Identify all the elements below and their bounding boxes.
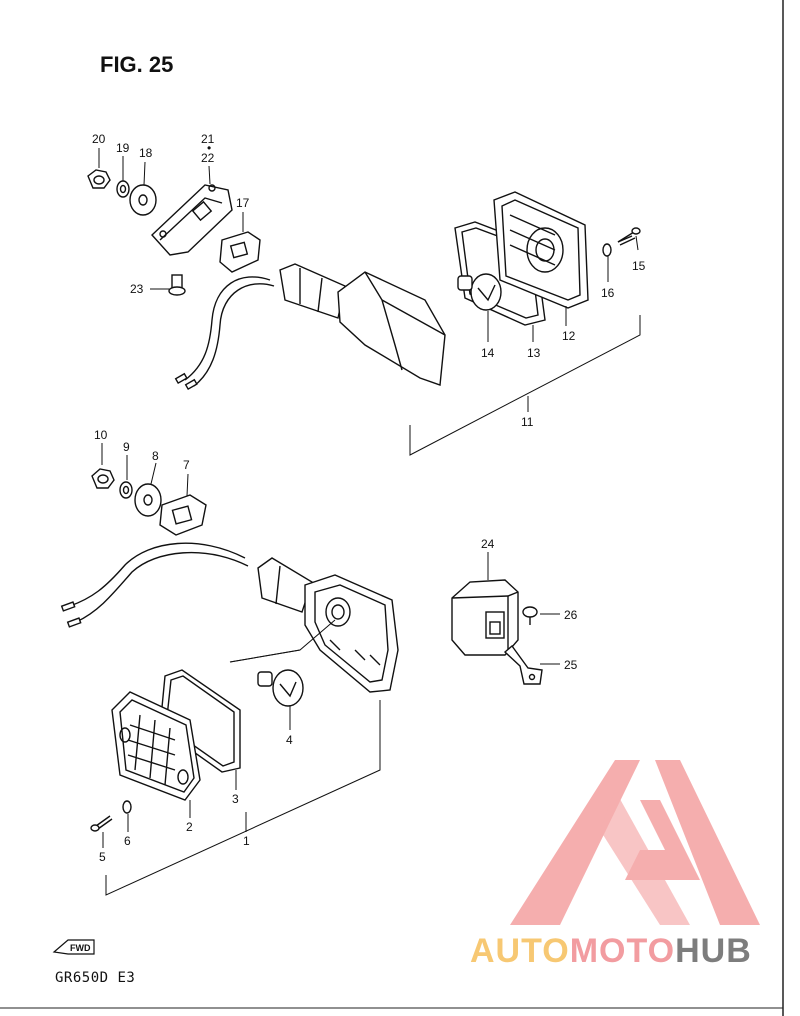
part-12-lens [493,191,589,309]
part-18-washer [129,184,157,216]
callout-3: 3 [232,792,239,806]
callout-14: 14 [481,346,495,360]
part-23-screw [168,274,186,296]
part-8-washer [134,483,162,517]
part-2-lens [111,691,201,801]
watermark-auto: AUTO [470,932,570,970]
callout-24: 24 [481,537,495,551]
part-7-grommet [159,494,207,536]
leader-lines [98,148,641,896]
part-17-grommet [219,231,261,273]
callout-26: 26 [564,608,578,622]
callout-2: 2 [186,820,193,834]
part-16-washer [602,243,612,257]
callout-21-22-dot: • [207,141,211,155]
callout-10: 10 [94,428,108,442]
part-25-bracket [503,644,543,685]
fwd-arrow-icon: FWD [52,939,95,955]
callout-17: 17 [236,196,250,210]
watermark-moto: MOTO [569,932,676,970]
callout-6: 6 [124,834,131,848]
part-4-bulb [257,669,304,707]
part-24-relay [451,579,519,656]
callout-15: 15 [632,259,646,273]
callout-19: 19 [116,141,130,155]
figure-title: FIG. 25 [100,52,174,77]
callout-22: 22 [201,151,215,165]
upper-turn-signal-assembly [87,169,641,391]
relay-assembly [451,579,543,685]
callout-25: 25 [564,658,578,672]
callout-23: 23 [130,282,144,296]
part-6-washer [122,800,132,814]
part-19-lock-washer [116,180,130,198]
fwd-label: FWD [70,943,91,953]
callout-13: 13 [527,346,541,360]
callout-21: 21 [201,132,215,146]
callout-11: 11 [521,415,534,429]
callout-4: 4 [286,733,293,747]
callout-7: 7 [183,458,190,472]
watermark-logo [510,760,760,925]
callout-labels: 20 19 18 21 • 22 17 23 15 16 12 13 14 11… [92,132,646,864]
callout-5: 5 [99,850,106,864]
part-14-bulb [457,273,502,311]
part-26-screw [522,606,538,625]
callout-20: 20 [92,132,106,146]
callout-16: 16 [601,286,615,300]
part-10-nut [91,468,115,489]
callout-1: 1 [243,834,250,848]
callout-9: 9 [123,440,130,454]
part-20-nut [87,169,111,189]
callout-12: 12 [562,329,576,343]
part-15-screw [617,227,641,246]
lower-turn-signal-assembly [60,468,399,832]
part-9-lock-washer [119,481,133,499]
watermark-hub: HUB [675,932,752,970]
callout-18: 18 [139,146,153,160]
model-code: GR650D E3 [55,970,136,986]
callout-8: 8 [152,449,159,463]
part-5-screw [90,815,113,832]
part-21-22-bracket [151,184,233,256]
watermark-text: AUTOMOTOHUB [470,932,752,971]
